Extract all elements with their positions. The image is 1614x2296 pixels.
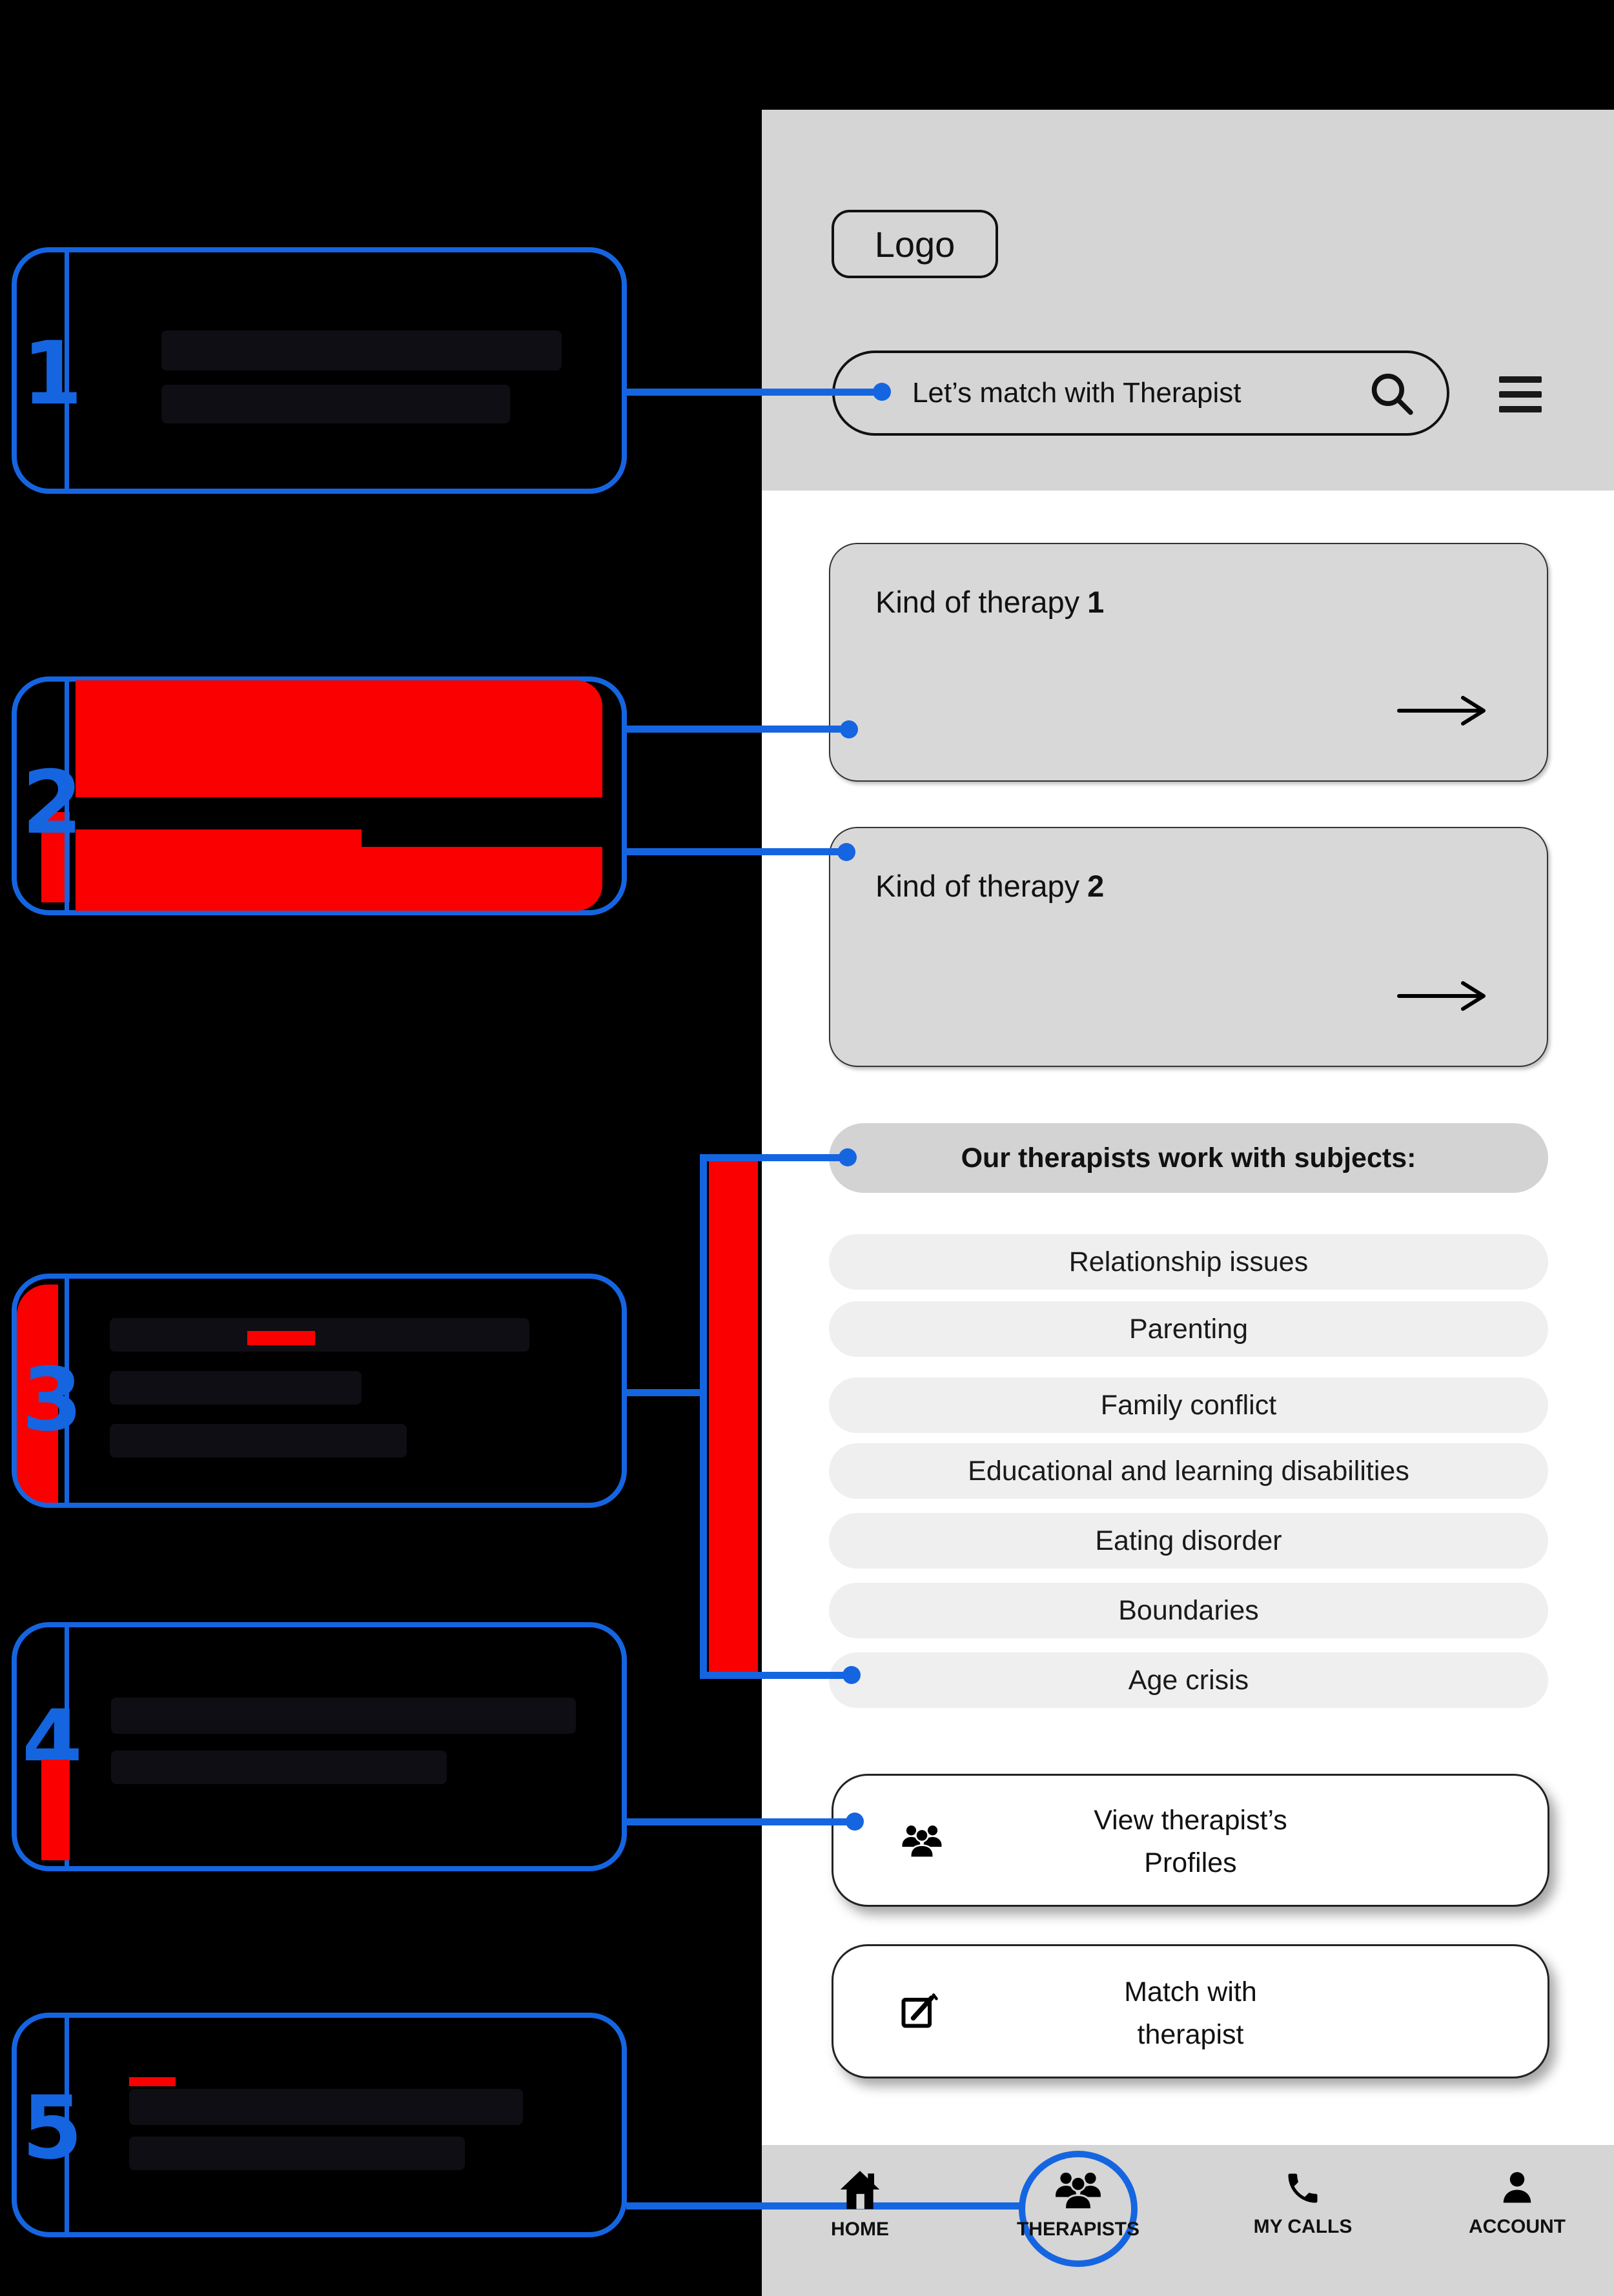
red-highlight-strip (17, 1285, 58, 1503)
connector-line-3 (626, 1389, 705, 1396)
home-icon (840, 2171, 880, 2210)
subjects-red-highlight-bar (707, 1157, 760, 1679)
edit-icon (901, 1993, 938, 2028)
red-highlight-dash (247, 1331, 315, 1345)
menu-bar (1499, 406, 1542, 412)
menu-bar (1499, 391, 1542, 398)
red-highlight-strip (41, 1760, 70, 1860)
button-label-line2: therapist (1137, 2019, 1244, 2050)
connector-line-2a (626, 726, 849, 733)
subjects-bracket-bottom (700, 1672, 847, 1679)
redacted-text-line (111, 1751, 447, 1784)
connector-line-1 (626, 389, 882, 396)
group-icon (902, 1825, 942, 1858)
redacted-text-line (362, 829, 602, 847)
annotation-divider (65, 1627, 69, 1866)
subject-pill: Parenting (829, 1301, 1548, 1357)
group-icon (1056, 2172, 1101, 2210)
annotation-number-5: 5 (22, 2077, 83, 2179)
annotation-divider (65, 2018, 69, 2232)
menu-icon[interactable] (1499, 376, 1542, 412)
nav-label: THERAPISTS (1016, 2219, 1140, 2240)
annotation-number-3: 3 (22, 1349, 83, 1450)
red-highlight-dash (129, 2077, 176, 2086)
annotation-callout-1 (12, 247, 627, 494)
subject-pill: Relationship issues (829, 1234, 1548, 1290)
subject-pill: Boundaries (829, 1583, 1548, 1638)
button-label-line1: View therapist’s (1094, 1805, 1287, 1836)
subjects-header: Our therapists work with subjects: (829, 1123, 1548, 1193)
connector-dot-2a (840, 720, 858, 738)
button-label-line1: Match with (1124, 1976, 1257, 2007)
redacted-text-line (129, 2137, 465, 2170)
subject-pill: Age crisis (829, 1652, 1548, 1708)
phone-icon (1288, 2173, 1318, 2203)
search-icon[interactable] (1367, 369, 1416, 418)
red-highlight-block (76, 680, 602, 911)
redacted-text-line (110, 1424, 407, 1458)
arrow-right-icon[interactable] (1396, 977, 1493, 1015)
connector-line-4 (626, 1818, 855, 1825)
annotation-callout-4 (12, 1622, 627, 1871)
app-header-background (762, 110, 1614, 491)
match-with-therapist-button[interactable]: Match with therapist (832, 1944, 1549, 2078)
connector-dot-2b (837, 843, 855, 861)
nav-label: ACCOUNT (1469, 2216, 1566, 2237)
view-therapists-profiles-button[interactable]: View therapist’s Profiles (832, 1774, 1549, 1907)
connector-dot-1 (873, 383, 891, 401)
person-icon (1503, 2172, 1531, 2203)
redacted-text-line (110, 1318, 529, 1352)
redacted-text-line (110, 1371, 362, 1405)
nav-label: HOME (831, 2219, 889, 2240)
subject-pill: Educational and learning disabilities (829, 1443, 1548, 1499)
annotation-divider (65, 1279, 69, 1503)
connector-line-2b (626, 848, 846, 855)
bottom-nav-background (762, 2145, 1614, 2296)
annotation-number-1: 1 (22, 323, 83, 424)
annotation-callout-2 (12, 676, 627, 915)
redacted-text-line (111, 1698, 576, 1734)
nav-label: MY CALLS (1253, 2216, 1353, 2237)
annotation-number-2: 2 (22, 752, 83, 853)
subject-pill: Eating disorder (829, 1513, 1548, 1569)
nav-item-therapists[interactable]: THERAPISTS (994, 2169, 1162, 2240)
redacted-text-line (161, 385, 510, 423)
redacted-text-line (161, 330, 562, 371)
nav-item-my-calls[interactable]: MY CALLS (1219, 2169, 1387, 2238)
connector-dot-subjects-bottom (843, 1666, 861, 1684)
logo-button[interactable]: Logo (832, 210, 998, 278)
annotation-divider (65, 252, 69, 489)
subject-pill: Family conflict (829, 1377, 1548, 1433)
connector-dot-4 (846, 1813, 864, 1831)
menu-bar (1499, 376, 1542, 383)
subjects-bracket-vertical (700, 1154, 707, 1679)
annotation-callout-5 (12, 2013, 627, 2237)
nav-item-account[interactable]: ACCOUNT (1433, 2169, 1601, 2238)
annotation-divider (65, 682, 69, 910)
connector-dot-subjects-top (839, 1148, 857, 1166)
subjects-bracket-top (700, 1154, 843, 1161)
nav-item-home[interactable]: HOME (776, 2169, 944, 2240)
button-label-line2: Profiles (1144, 1847, 1237, 1878)
redacted-text-line (76, 797, 602, 829)
connector-line-5 (626, 2202, 1023, 2210)
redacted-text-line (129, 2089, 523, 2125)
search-input[interactable]: Let’s match with Therapist (832, 350, 1449, 436)
arrow-right-icon[interactable] (1396, 691, 1493, 730)
annotation-callout-3 (12, 1274, 627, 1508)
